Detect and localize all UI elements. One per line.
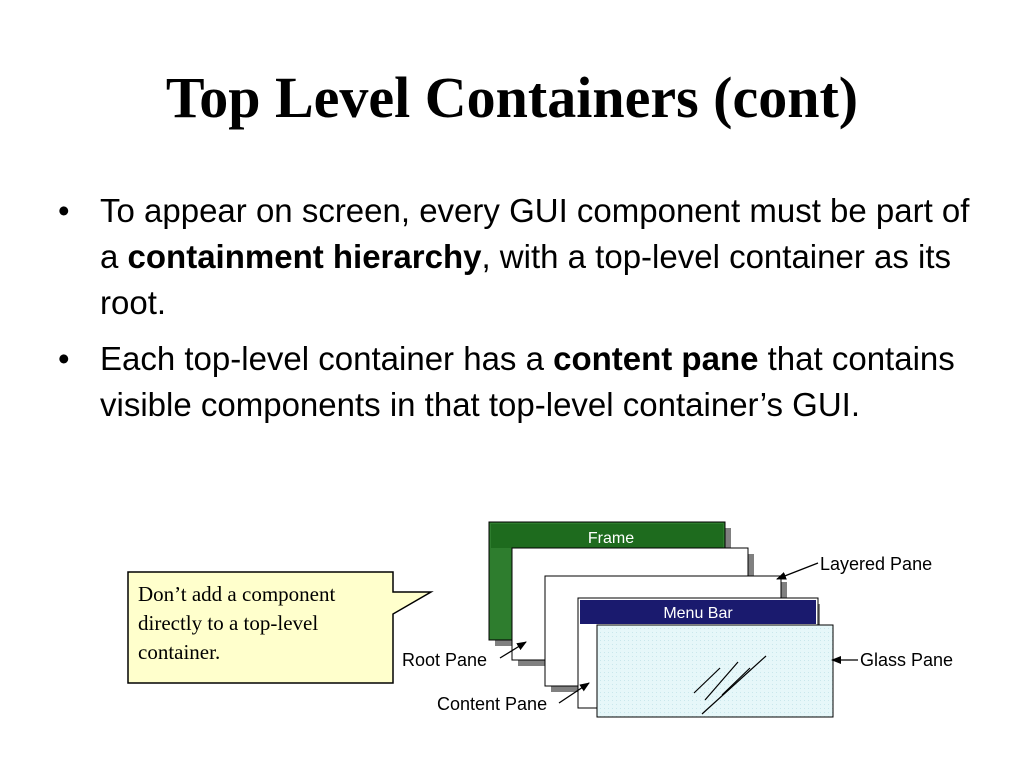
bullet-dot: • bbox=[58, 192, 70, 229]
root-pane-label: Root Pane bbox=[402, 650, 487, 670]
bullet-text-bold: containment hierarchy bbox=[127, 238, 482, 275]
bullet-dot: • bbox=[58, 340, 70, 377]
frame-label: Frame bbox=[588, 530, 634, 547]
bullet-item: • To appear on screen, every GUI compone… bbox=[58, 188, 978, 326]
glass-pane-label: Glass Pane bbox=[860, 650, 953, 670]
menu-bar-label: Menu Bar bbox=[663, 605, 733, 622]
layered-pane-callout: Layered Pane bbox=[776, 554, 932, 580]
bullet-list: • To appear on screen, every GUI compone… bbox=[58, 188, 978, 438]
bullet-text-start: Each top-level container has a bbox=[100, 340, 554, 377]
glass-pane bbox=[596, 624, 834, 718]
bullet-text-start: To appear on screen, every GUI component… bbox=[100, 192, 970, 275]
bullet-text-end: , with a top-level container as its root… bbox=[100, 238, 952, 321]
layered-pane-label: Layered Pane bbox=[820, 554, 932, 574]
content-pane-label: Content Pane bbox=[437, 694, 547, 714]
glass-pane-callout: Glass Pane bbox=[831, 650, 953, 670]
slide-title: Top Level Containers (cont) bbox=[165, 65, 859, 130]
callout-text: Don’t add a component directly to a top-… bbox=[138, 582, 336, 664]
root-pane-callout: Root Pane bbox=[402, 641, 527, 670]
content-pane-callout: Content Pane bbox=[437, 682, 590, 714]
bullet-text-bold: content pane bbox=[553, 340, 759, 377]
bullet-item: • Each top-level container has a content… bbox=[58, 336, 978, 428]
bullet-text-end: that contains visible components in that… bbox=[100, 340, 955, 423]
